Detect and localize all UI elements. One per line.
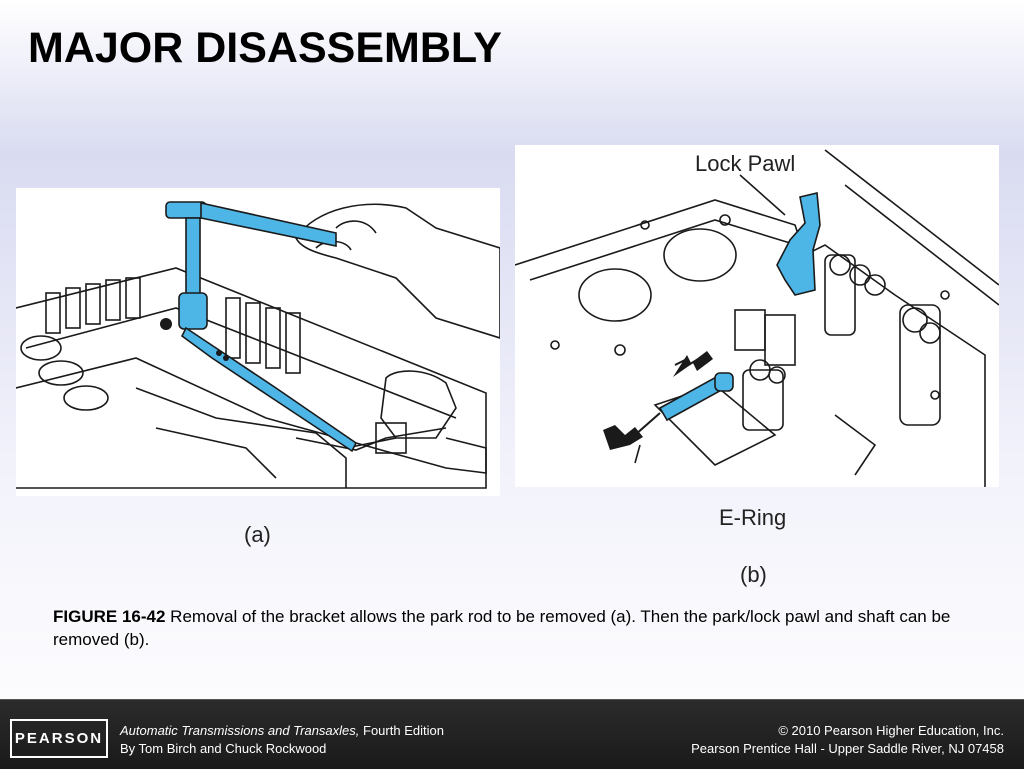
book-info: Automatic Transmissions and Transaxles, … bbox=[120, 722, 444, 758]
book-authors: By Tom Birch and Chuck Rockwood bbox=[120, 741, 327, 756]
figure-id: FIGURE 16-42 bbox=[53, 607, 166, 626]
figure-caption: FIGURE 16-42 Removal of the bracket allo… bbox=[53, 605, 1003, 651]
copyright-line: © 2010 Pearson Higher Education, Inc. bbox=[778, 723, 1004, 738]
lock-pawl-illustration bbox=[514, 149, 1000, 487]
pearson-logo: PEARSON bbox=[10, 719, 108, 758]
figure-b-label: (b) bbox=[740, 562, 767, 587]
slide-title: MAJOR DISASSEMBLY bbox=[28, 24, 502, 72]
caption-text: Removal of the bracket allows the park r… bbox=[53, 607, 951, 649]
copyright-info: © 2010 Pearson Higher Education, Inc. Pe… bbox=[691, 722, 1004, 758]
figure-b-illustration: Lock Pawl E-Ring bbox=[514, 145, 1000, 530]
transmission-rod-illustration bbox=[15, 201, 501, 489]
publisher-line: Pearson Prentice Hall - Upper Saddle Riv… bbox=[691, 741, 1004, 756]
book-title: Automatic Transmissions and Transaxles, bbox=[120, 723, 360, 738]
figure-a-illustration: (a) bbox=[15, 188, 501, 547]
book-edition: Fourth Edition bbox=[363, 723, 444, 738]
callout-e-ring: E-Ring bbox=[719, 505, 787, 530]
figure-a-label: (a) bbox=[244, 522, 271, 547]
callout-lock-pawl: Lock Pawl bbox=[695, 151, 796, 176]
footer-bar: PEARSON Automatic Transmissions and Tran… bbox=[0, 699, 1024, 769]
